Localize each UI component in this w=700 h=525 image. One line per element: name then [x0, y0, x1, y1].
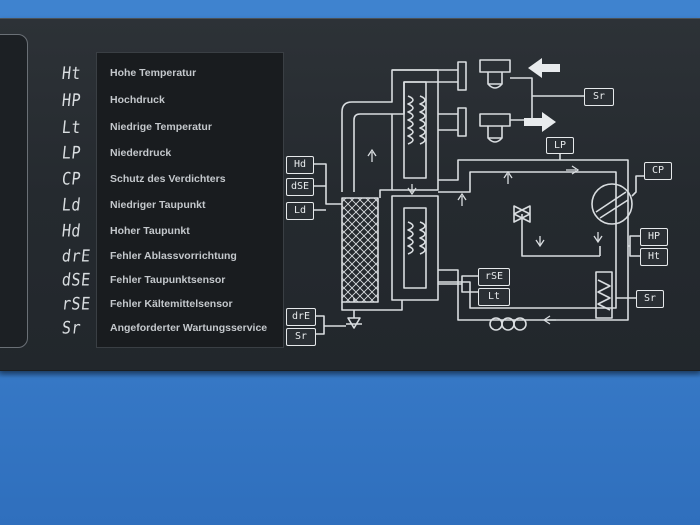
drain-valve: [346, 310, 362, 329]
tag-lt: Lt: [478, 288, 510, 306]
flow-arrow-up-1: [367, 148, 377, 162]
legend-label: Niedrige Temperatur: [110, 121, 212, 133]
tag-ld: Ld: [286, 202, 314, 220]
air-pipe-inner: [353, 81, 458, 192]
flow-arrow-down-2: [535, 236, 545, 248]
refrigerant-line-outer: [438, 159, 629, 321]
tag-sr-right: Sr: [636, 290, 664, 308]
legend-item-dse: dSE Fehler Taupunktsensor: [61, 268, 226, 292]
left-tag-connectors: [312, 163, 346, 335]
condenser-coil: [597, 279, 611, 311]
air-to-air-exchanger: [392, 69, 439, 191]
tag-rse: rSE: [478, 268, 510, 286]
flow-arrow-right-1: [566, 165, 580, 175]
air-pipe-outer: [341, 69, 458, 192]
compressor: [591, 183, 633, 225]
legend-item-lt: Lt Niedrige Temperatur: [61, 115, 212, 139]
panel-shadow: [0, 370, 700, 378]
arrow-left-icon: [528, 58, 560, 78]
legend-label: Niedriger Taupunkt: [110, 199, 206, 211]
outlet-valve: [479, 59, 511, 89]
legend-label: Hoher Taupunkt: [110, 225, 190, 237]
legend-item-lp: LP Niederdruck: [61, 141, 172, 165]
legend-item-cp: CP Schutz des Verdichters: [61, 167, 226, 191]
legend-box: [96, 52, 284, 348]
tag-lp: LP: [546, 137, 574, 154]
evaporator-inner: [403, 207, 427, 289]
inlet-valve: [479, 113, 511, 143]
legend-item-dre: drE Fehler Ablassvorrichtung: [61, 244, 237, 268]
tag-ht: Ht: [640, 248, 668, 266]
bypass-line: [521, 214, 601, 257]
legend-item-sr: Sr Angeforderter Wartungsservice: [61, 316, 268, 340]
legend-label: Angeforderter Wartungsservice: [110, 322, 268, 334]
flow-arrow-up-3: [503, 170, 513, 184]
refrigerant-line-inner: [438, 171, 617, 309]
evaporator-housing: [391, 195, 439, 301]
tag-sr-bottom: Sr: [286, 328, 316, 346]
tag-hd: Hd: [286, 156, 314, 174]
tag-dre: drE: [286, 308, 316, 326]
legend-item-ht: Ht Hohe Temperatur: [61, 61, 197, 85]
receiver-coil-3: [513, 317, 527, 331]
tag-dse: dSE: [286, 178, 314, 196]
cp-connector: [631, 175, 644, 197]
legend-label: Hochdruck: [110, 94, 165, 106]
tag-cp: CP: [644, 162, 672, 180]
air-return-outer: [379, 114, 393, 198]
separator-outlet: [341, 298, 403, 311]
compressor-blade: [595, 191, 629, 219]
hp-ht-connector: [628, 235, 640, 257]
display-screen-edge: [0, 34, 28, 348]
separator-column: [341, 197, 379, 303]
flow-arrow-down-1: [407, 184, 417, 196]
tag-hp: HP: [640, 228, 668, 246]
sr-top-connector: [510, 77, 584, 121]
exchanger-coil: [407, 95, 426, 145]
legend-item-hd: Hd Hoher Taupunkt: [61, 219, 190, 243]
air-inlet-flange: [457, 107, 467, 137]
legend-label: Fehler Kältemittelsensor: [110, 298, 233, 310]
condenser: [595, 271, 613, 319]
legend-label: Schutz des Verdichters: [110, 173, 226, 185]
legend-label: Fehler Taupunktsensor: [110, 274, 226, 286]
legend-item-rse: rSE Fehler Kältemittelsensor: [61, 292, 233, 316]
legend-item-ld: Ld Niedriger Taupunkt: [61, 193, 206, 217]
legend-label: Hohe Temperatur: [110, 67, 197, 79]
legend-item-hp: HP Hochdruck: [61, 88, 165, 112]
evaporator-coil: [407, 221, 426, 255]
legend-label: Niederdruck: [110, 147, 172, 159]
arrow-right-icon: [524, 112, 556, 132]
exchanger-inner: [403, 81, 427, 179]
air-outlet-flange: [457, 61, 467, 91]
tag-sr-top: Sr: [584, 88, 614, 106]
flow-arrow-down-3: [593, 232, 603, 244]
legend-label: Fehler Ablassvorrichtung: [110, 250, 237, 262]
flow-arrow-up-2: [457, 192, 467, 206]
flow-arrow-left-1: [542, 315, 556, 325]
rse-connector: [438, 275, 478, 293]
